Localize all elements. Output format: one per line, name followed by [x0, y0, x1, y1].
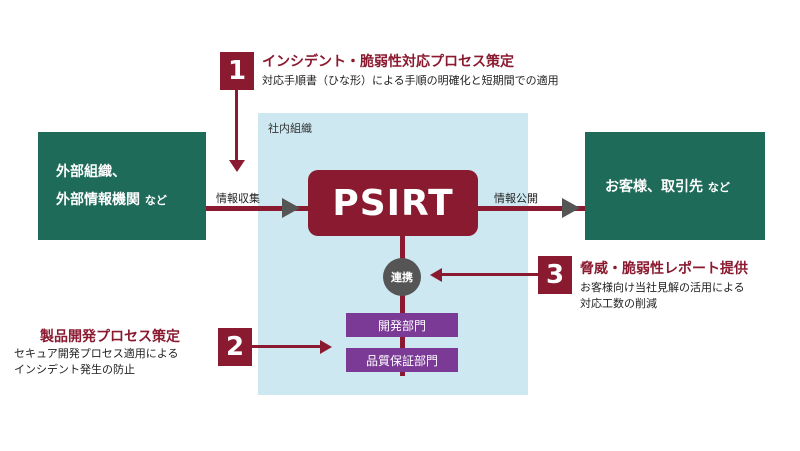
- psirt-vertical-line: [400, 236, 405, 376]
- external-left-line2: 外部情報機関 など: [56, 186, 206, 215]
- step1-description: 対応手順書（ひな形）による手順の明確化と短期間での適用: [262, 74, 559, 87]
- external-left-main: 外部情報機関: [56, 191, 140, 208]
- step3-arrow-line: [440, 273, 538, 276]
- external-organizations-box: 外部組織、 外部情報機関 など: [38, 132, 206, 240]
- step3-description-line1: お客様向け当社見解の活用による: [580, 281, 745, 294]
- inflow-arrowhead: [282, 198, 300, 218]
- step2-description-line2: インシデント発生の防止: [14, 363, 135, 376]
- step2-title: 製品開発プロセス策定: [40, 329, 180, 345]
- outflow-line: [478, 206, 585, 211]
- step2-number-badge: 2: [218, 328, 252, 366]
- development-department: 開発部門: [346, 313, 458, 337]
- external-right-line: お客様、取引先 など: [605, 176, 765, 196]
- step1-number-badge: 1: [220, 52, 254, 90]
- step3-title: 脅威・脆弱性レポート提供: [580, 261, 748, 277]
- external-left-suffix: など: [144, 193, 167, 207]
- info-collection-label: 情報収集: [216, 192, 260, 205]
- external-left-line1: 外部組織、: [56, 163, 126, 180]
- step3-description-line2: 対応工数の削減: [580, 297, 657, 310]
- step1-arrow-head: [229, 160, 245, 172]
- internal-organization-label: 社内組織: [268, 122, 312, 135]
- outflow-arrowhead: [562, 198, 580, 218]
- quality-assurance-department: 品質保証部門: [346, 348, 458, 372]
- step3-arrow-head: [430, 268, 442, 282]
- customers-box: お客様、取引先 など: [585, 132, 765, 240]
- step2-arrow-head: [320, 340, 332, 354]
- step2-description-line1: セキュア開発プロセス適用による: [14, 347, 179, 360]
- step1-arrow-line: [235, 90, 238, 162]
- info-disclosure-label: 情報公開: [494, 192, 538, 205]
- step2-arrow-line: [252, 345, 322, 348]
- external-right-suffix: など: [707, 181, 730, 194]
- step1-title: インシデント・脆弱性対応プロセス策定: [262, 54, 514, 70]
- link-circle: 連携: [383, 258, 421, 296]
- inflow-line: [206, 206, 308, 211]
- psirt-box: PSIRT: [308, 170, 478, 236]
- external-right-main: お客様、取引先: [605, 179, 703, 195]
- step3-number-badge: 3: [538, 256, 572, 294]
